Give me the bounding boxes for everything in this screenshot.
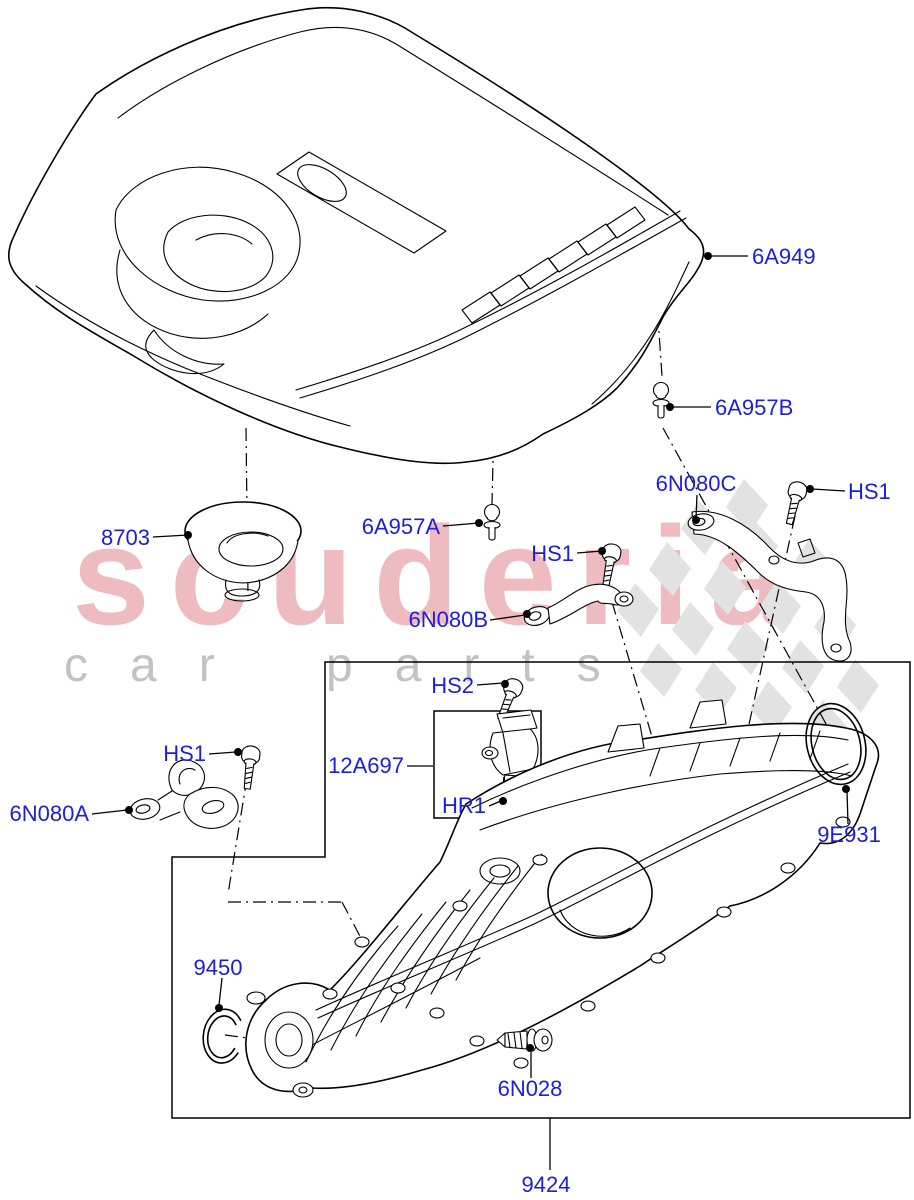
stud-6A957B-drawing [652,381,670,419]
callout-8703[interactable]: 8703 [101,525,150,550]
callout-hs1-left[interactable]: HS1 [163,741,206,766]
bracket-6N080A-drawing [129,759,239,829]
cover-cutout [114,166,301,375]
callout-6N080C[interactable]: 6N080C [656,471,737,496]
callout-9424[interactable]: 9424 [522,1172,571,1197]
callout-leaders [91,252,850,1170]
engine-cover-drawing [7,7,705,465]
callout-hs2[interactable]: HS2 [431,673,474,698]
callout-6A949[interactable]: 6A949 [752,244,816,269]
callout-6N080B[interactable]: 6N080B [408,607,488,632]
callout-6A957B[interactable]: 6A957B [715,395,793,420]
callout-hs1-mid[interactable]: HS1 [531,541,574,566]
seal-9450-drawing [202,1008,242,1064]
bracket-6N080B-drawing [523,583,634,627]
grommet-8703-drawing [184,501,302,602]
callout-6N080A[interactable]: 6N080A [9,801,89,826]
callout-hs1-right[interactable]: HS1 [848,479,891,504]
group-box-9424 [171,661,911,1119]
stud-6N028-drawing [496,1028,553,1052]
cover-vent-slots [461,206,646,324]
callout-hr1[interactable]: HR1 [442,793,486,818]
callout-6A957A[interactable]: 6A957A [362,514,441,539]
callout-9E931[interactable]: 9E931 [817,822,881,847]
callout-6N028[interactable]: 6N028 [498,1076,563,1101]
callout-labels: 6A949 6A957B 8703 6A957A HS1 6N080B 6N08… [9,244,890,1197]
watermark-tagline-word2: parts [326,639,643,692]
callout-9450[interactable]: 9450 [194,955,243,980]
watermark-tagline-word1: car [64,639,257,692]
cover-badge-plaque [276,151,447,254]
seal-9E931-drawing [805,702,867,786]
intake-manifold-drawing [245,699,880,1098]
callout-12A697[interactable]: 12A697 [328,753,404,778]
